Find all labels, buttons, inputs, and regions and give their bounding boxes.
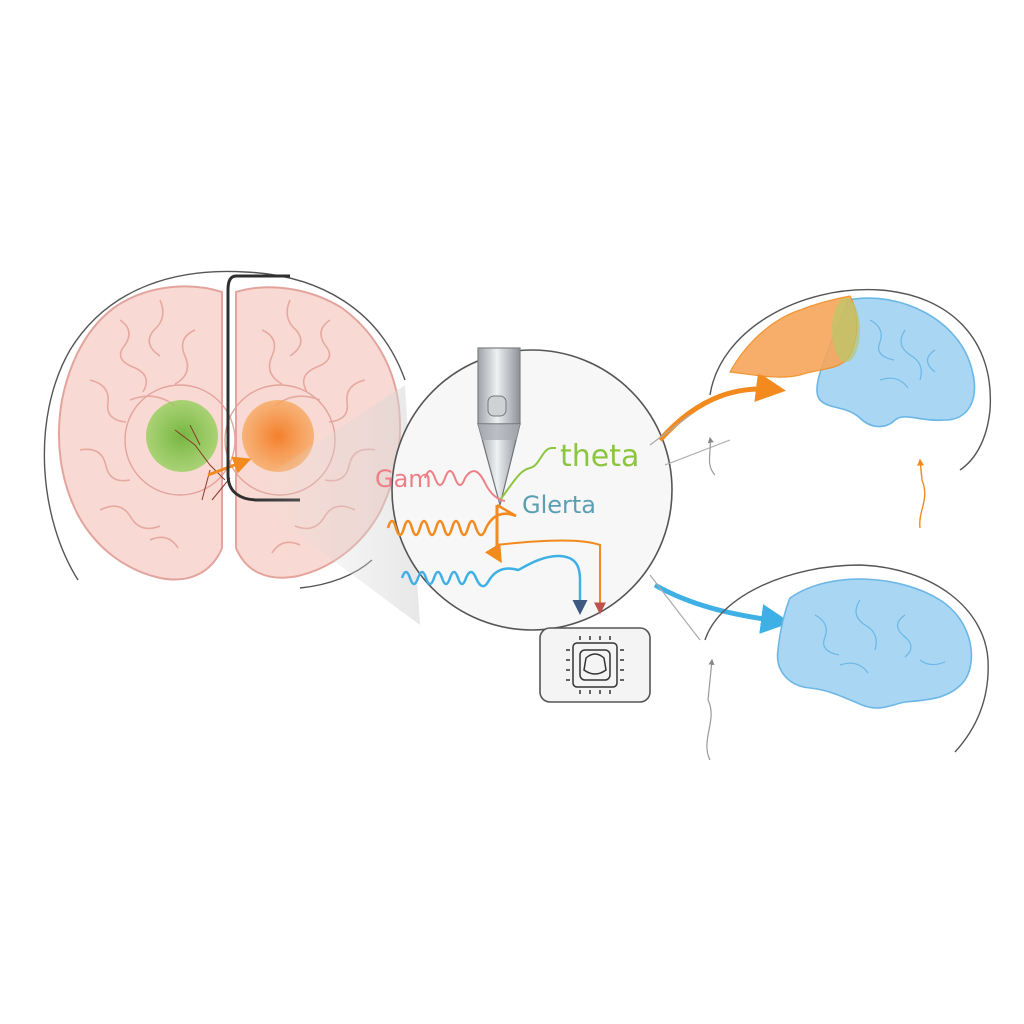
theta-wave (499, 447, 556, 501)
microchip-device (539, 627, 651, 703)
left-brain-outer-ring (43, 270, 406, 581)
blue-wave (400, 554, 588, 615)
top-brain-gyri (869, 319, 936, 389)
theta-label: theta (560, 439, 639, 474)
blue-output-arrow (653, 582, 791, 634)
bottom-brain-blue-lobe (776, 578, 973, 709)
orange-brain-region (242, 400, 314, 472)
electrode-probe-icon (477, 347, 521, 508)
gletta-label: Glerta (522, 491, 596, 519)
left-inner-structure (124, 384, 236, 496)
orange-down-arrow (484, 505, 502, 564)
top-brain-outline (709, 288, 992, 471)
bottom-right-brain (704, 564, 989, 761)
connector-line-mid (664, 439, 731, 466)
orange-to-chip-line (496, 539, 606, 615)
bottom-brain-gyri (814, 599, 946, 674)
gam-label: Gam (375, 465, 432, 493)
bottom-brain-gray-arrow (706, 658, 715, 761)
microchip-icon (566, 636, 624, 694)
top-right-brain (707, 288, 992, 529)
top-brain-overlap (832, 298, 860, 362)
gamma-wave (424, 470, 506, 502)
magnified-circle (391, 349, 673, 631)
top-brain-gray-arrow (707, 436, 716, 476)
connector-line-top (649, 414, 691, 446)
green-brain-region (146, 400, 218, 472)
orange-wave (386, 503, 517, 537)
connector-line-bottom (649, 574, 701, 641)
orange-output-arrow (658, 372, 786, 442)
magnifier-cone (245, 385, 420, 625)
left-hemisphere (57, 285, 223, 581)
magnified-view: theta Gam Glerta (375, 347, 673, 631)
top-brain-small-arrow (917, 458, 926, 529)
electrode-lead-wire (226, 274, 300, 502)
bottom-brain-outline (704, 564, 989, 753)
